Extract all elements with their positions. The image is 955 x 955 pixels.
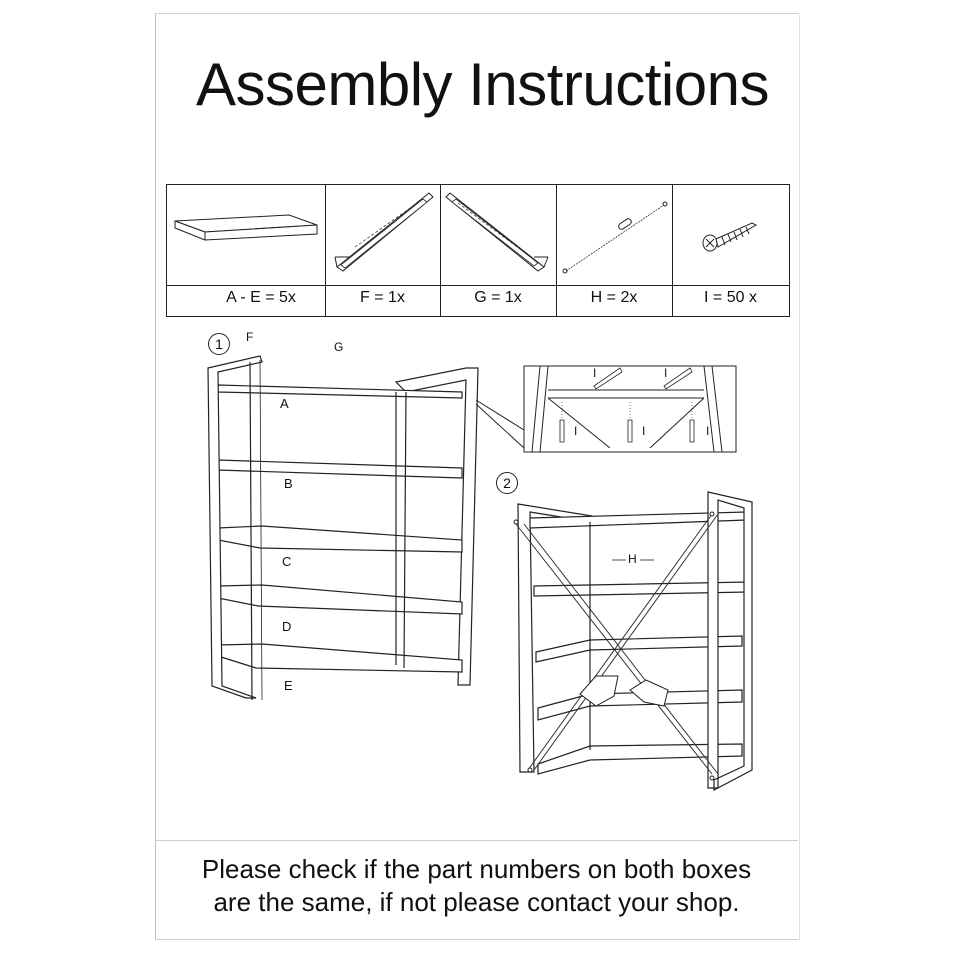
page-title: Assembly Instructions (195, 51, 770, 118)
frame-label-g: G (334, 340, 344, 354)
wire-label-h: H (628, 552, 637, 566)
shelf-label-c: C (282, 554, 292, 569)
shelf-board-icon (174, 214, 318, 241)
footer-line-2: are the same, if not please contact your… (213, 887, 740, 917)
side-frame-f-icon (334, 192, 434, 272)
part-cell-frame-g: G = 1x (440, 185, 557, 316)
frame-label-f: F (246, 330, 254, 344)
part-qty-frame-f: F = 1x (360, 289, 405, 306)
part-cell-frame-f: F = 1x (325, 185, 441, 316)
part-cell-screw: I = 50 x (672, 185, 789, 316)
detail-label-i-4: I (642, 424, 646, 438)
footer-note: Please check if the part numbers on both… (155, 853, 798, 919)
part-cell-wire: H = 2x (556, 185, 673, 316)
detail-label-i-1: I (593, 366, 597, 380)
screw-icon (702, 222, 758, 252)
part-qty-screw: I = 50 x (704, 289, 757, 306)
instruction-sheet (155, 13, 800, 940)
shelf-label-e: E (284, 678, 293, 693)
tension-wire-icon (562, 201, 668, 274)
footer-rule (155, 840, 798, 841)
part-qty-shelf: A - E = 5x (226, 289, 296, 306)
part-qty-wire: H = 2x (590, 289, 638, 306)
shelf-label-d: D (282, 619, 292, 634)
side-frame-g-icon (445, 192, 549, 272)
shelf-label-b: B (284, 476, 293, 491)
top-rule (155, 13, 798, 14)
parts-table: A - E = 5x F = 1x G = 1x H = 2x (166, 184, 790, 317)
bottom-rule (155, 939, 798, 940)
part-cell-shelf: A - E = 5x (167, 185, 326, 316)
step-1-marker: 1 (208, 333, 230, 355)
detail-label-i-3: I (574, 424, 578, 438)
footer-line-1: Please check if the part numbers on both… (201, 854, 752, 884)
detail-label-i-2: I (664, 366, 668, 380)
shelf-label-a: A (280, 396, 289, 411)
parts-table-divider (167, 285, 789, 286)
detail-label-i-5: I (706, 424, 710, 438)
part-qty-frame-g: G = 1x (474, 289, 522, 306)
step-2-marker: 2 (496, 472, 518, 494)
